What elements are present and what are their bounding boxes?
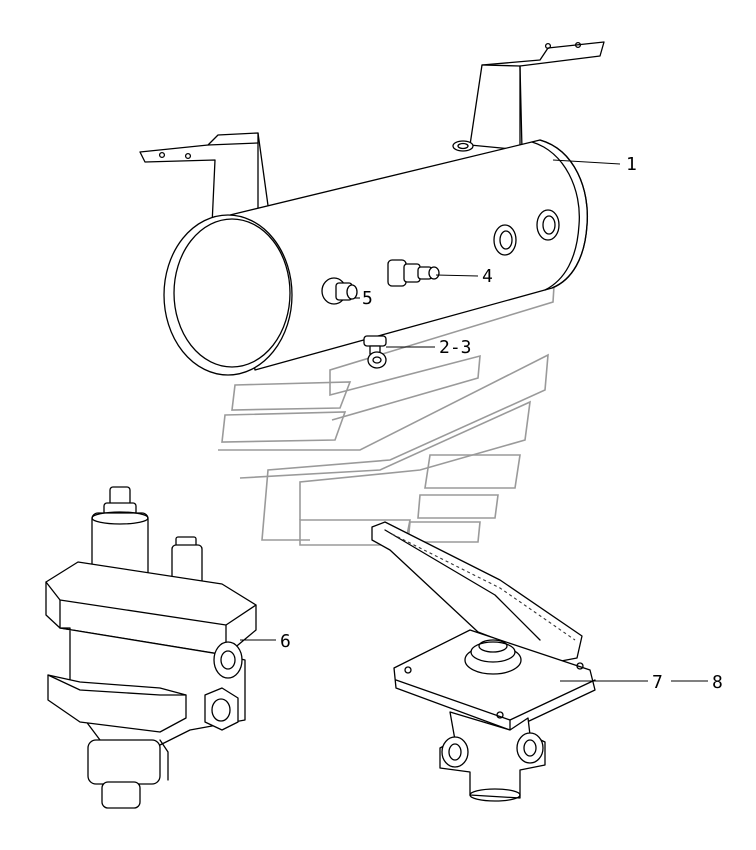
tank-end-cap — [163, 214, 293, 376]
callout-labels: 1 4 5 2-3 6 7 8 — [280, 154, 723, 693]
right-mounting-bracket — [469, 41, 605, 151]
callout-7: 7 — [652, 672, 663, 693]
callout-8: 8 — [712, 672, 723, 693]
relay-valve-top-plate — [45, 561, 257, 656]
fitting-5 — [321, 277, 358, 305]
tank-boss — [536, 209, 560, 241]
callout-6: 6 — [280, 631, 291, 652]
watermark-logo — [218, 268, 556, 546]
callout-2-3: 2-3 — [439, 337, 472, 358]
callout-4: 4 — [482, 266, 493, 287]
air-tank — [139, 41, 605, 376]
relay-valve — [45, 486, 257, 809]
valve-mount-plate — [393, 629, 596, 731]
callout-1: 1 — [626, 154, 637, 175]
callout-5: 5 — [362, 288, 373, 309]
drain-valve — [363, 335, 387, 369]
leader-lines — [240, 159, 708, 682]
fitting-4 — [387, 259, 440, 287]
foot-brake-valve — [371, 521, 596, 802]
tank-boss — [493, 224, 517, 256]
